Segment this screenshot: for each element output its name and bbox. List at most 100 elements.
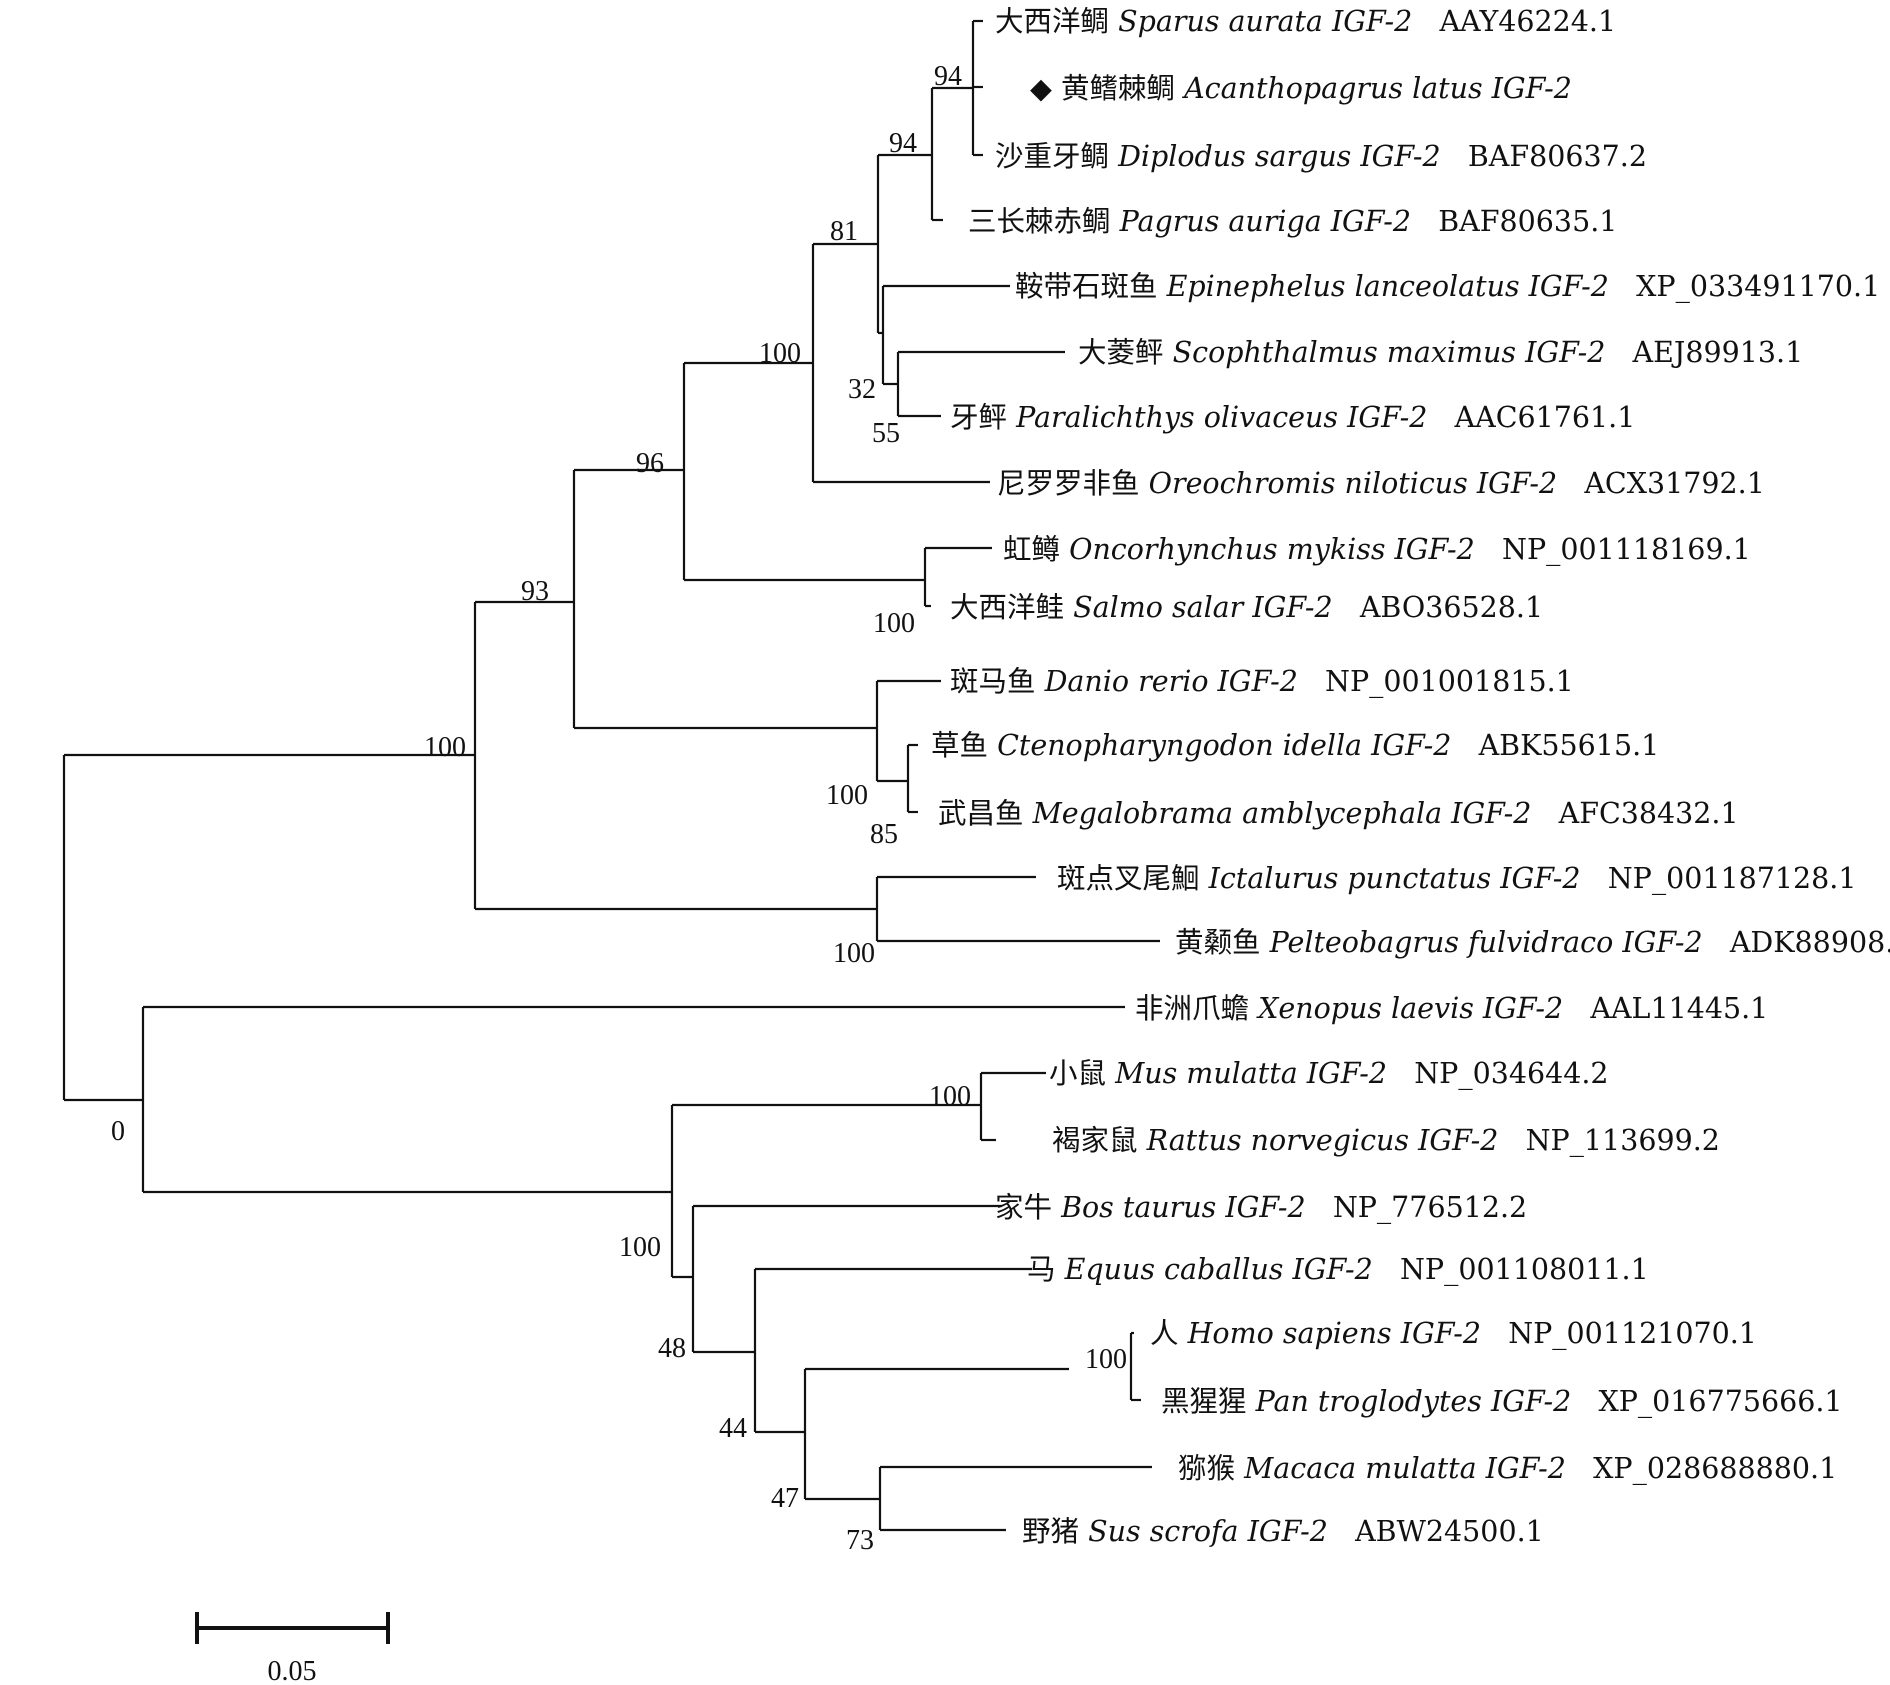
leaf-accession: BAF80637.2 — [1468, 140, 1647, 173]
leaf-label: 褐家鼠 Rattus norvegicus IGF-2 NP_113699.2 — [1052, 1124, 1720, 1157]
leaf-species-name: Mus mulatta IGF-2 — [1114, 1057, 1387, 1090]
leaf-label: 虹鳟 Oncorhynchus mykiss IGF-2 NP_00111816… — [1003, 533, 1751, 566]
leaf-chinese-name: 家牛 — [995, 1191, 1052, 1224]
leaf-label: ◆ 黄鳍棘鲷 Acanthopagrus latus IGF-2 — [1030, 72, 1572, 105]
bootstrap-value: 100 — [424, 732, 466, 763]
leaf-chinese-name: 马 — [1027, 1253, 1056, 1286]
leaf-chinese-name: 尼罗罗非鱼 — [997, 467, 1140, 500]
leaf-accession: NP_034644.2 — [1414, 1057, 1608, 1090]
leaf-species-name: Danio rerio IGF-2 — [1044, 665, 1298, 698]
diamond-marker-icon: ◆ — [1030, 72, 1052, 105]
leaf-label: 沙重牙鲷 Diplodus sargus IGF-2 BAF80637.2 — [995, 140, 1647, 173]
leaf-accession: XP_016775666.1 — [1598, 1385, 1842, 1418]
leaf-chinese-name: 野猪 — [1022, 1515, 1079, 1548]
leaf-chinese-name: 牙鲆 — [950, 401, 1007, 434]
leaf-chinese-name: 黄颡鱼 — [1175, 926, 1261, 959]
leaf-accession: AAC61761.1 — [1454, 401, 1636, 434]
leaf-chinese-name: 斑点叉尾鮰 — [1057, 862, 1200, 895]
leaf-label: 牙鲆 Paralichthys olivaceus IGF-2 AAC61761… — [950, 401, 1635, 434]
bootstrap-value: 47 — [771, 1483, 799, 1514]
leaf-label: 人 Homo sapiens IGF-2 NP_001121070.1 — [1150, 1317, 1757, 1350]
scale-bar: 0.05 — [195, 1612, 390, 1685]
leaf-species-name: Macaca mulatta IGF-2 — [1243, 1452, 1566, 1485]
leaf-accession: AEJ89913.1 — [1632, 336, 1804, 369]
leaf-accession: ABK55615.1 — [1478, 729, 1660, 762]
leaf-species-name: Paralichthys olivaceus IGF-2 — [1015, 401, 1427, 434]
leaf-accession: BAF80635.1 — [1438, 205, 1617, 238]
leaf-chinese-name: 褐家鼠 — [1052, 1124, 1138, 1157]
leaf-label: 草鱼 Ctenopharyngodon idella IGF-2 ABK5561… — [931, 729, 1659, 762]
leaf-chinese-name: 黑猩猩 — [1161, 1385, 1247, 1418]
leaf-label: 马 Equus caballus IGF-2 NP_001108011.1 — [1027, 1253, 1649, 1286]
bootstrap-value: 100 — [1085, 1344, 1127, 1375]
leaf-chinese-name: 人 — [1150, 1317, 1179, 1350]
tree-branches — [62, 19, 1160, 1532]
leaf-label: 尼罗罗非鱼 Oreochromis niloticus IGF-2 ACX317… — [997, 467, 1765, 500]
leaf-label: 小鼠 Mus mulatta IGF-2 NP_034644.2 — [1049, 1057, 1609, 1090]
leaf-accession: NP_113699.2 — [1526, 1124, 1720, 1157]
leaf-accession: NP_776512.2 — [1333, 1191, 1527, 1224]
bootstrap-value: 73 — [846, 1525, 874, 1556]
leaf-species-name: Megalobrama amblycephala IGF-2 — [1032, 797, 1532, 830]
leaf-accession: NP_001121070.1 — [1508, 1317, 1757, 1350]
leaf-species-name: Scophthalmus maximus IGF-2 — [1173, 336, 1606, 369]
bootstrap-value: 55 — [872, 418, 900, 449]
leaf-chinese-name: 小鼠 — [1049, 1057, 1106, 1090]
bootstrap-value: 94 — [934, 61, 962, 92]
leaf-species-name: Pan troglodytes IGF-2 — [1255, 1385, 1572, 1418]
leaf-label: 猕猴 Macaca mulatta IGF-2 XP_028688880.1 — [1178, 1452, 1837, 1485]
leaf-chinese-name: 斑马鱼 — [950, 665, 1036, 698]
bootstrap-value: 100 — [873, 608, 915, 639]
leaf-label: 大西洋鲑 Salmo salar IGF-2 ABO36528.1 — [950, 591, 1543, 624]
leaf-label: 大西洋鲷 Sparus aurata IGF-2 AAY46224.1 — [995, 5, 1616, 38]
leaf-accession: ACX31792.1 — [1583, 467, 1765, 500]
leaf-label: 黄颡鱼 Pelteobagrus fulvidraco IGF-2 ADK889… — [1175, 926, 1890, 959]
leaf-accession: ADK88908.1 — [1729, 926, 1890, 959]
bootstrap-value: 85 — [870, 819, 898, 850]
leaf-label: 野猪 Sus scrofa IGF-2 ABW24500.1 — [1022, 1515, 1544, 1548]
tree-leaf-labels: 大西洋鲷 Sparus aurata IGF-2 AAY46224.1 ◆ 黄鳍棘… — [931, 5, 1890, 1548]
leaf-chinese-name: 大西洋鲷 — [995, 5, 1109, 38]
bootstrap-value: 100 — [619, 1232, 661, 1263]
leaf-chinese-name: 非洲爪蟾 — [1135, 992, 1249, 1025]
bootstrap-value: 100 — [833, 938, 875, 969]
leaf-species-name: Acanthopagrus latus IGF-2 — [1181, 72, 1572, 105]
leaf-accession: NP_001108011.1 — [1400, 1253, 1649, 1286]
leaf-species-name: Rattus norvegicus IGF-2 — [1146, 1124, 1499, 1157]
bootstrap-values: 9494811003255969310010010085100010010048… — [111, 61, 1127, 1556]
leaf-accession: NP_001118169.1 — [1502, 533, 1751, 566]
leaf-accession: ABO36528.1 — [1359, 591, 1543, 624]
leaf-chinese-name: 鞍带石斑鱼 — [1015, 270, 1158, 303]
leaf-species-name: Xenopus laevis IGF-2 — [1256, 992, 1563, 1025]
bootstrap-value: 100 — [929, 1081, 971, 1112]
leaf-accession: NP_001187128.1 — [1608, 862, 1857, 895]
leaf-chinese-name: 大菱鲆 — [1078, 336, 1164, 369]
leaf-accession: XP_033491170.1 — [1636, 270, 1880, 303]
leaf-label: 家牛 Bos taurus IGF-2 NP_776512.2 — [995, 1191, 1527, 1224]
leaf-species-name: Oncorhynchus mykiss IGF-2 — [1069, 533, 1475, 566]
bootstrap-value: 96 — [636, 448, 664, 479]
bootstrap-value: 100 — [759, 338, 801, 369]
leaf-label: 武昌鱼 Megalobrama amblycephala IGF-2 AFC38… — [938, 797, 1739, 830]
leaf-label: 鞍带石斑鱼 Epinephelus lanceolatus IGF-2 XP_0… — [1015, 270, 1880, 303]
leaf-species-name: Salmo salar IGF-2 — [1073, 591, 1333, 624]
leaf-species-name: Homo sapiens IGF-2 — [1187, 1317, 1481, 1350]
bootstrap-value: 81 — [830, 216, 858, 247]
leaf-label: 非洲爪蟾 Xenopus laevis IGF-2 AAL11445.1 — [1135, 992, 1768, 1025]
leaf-accession: AAL11445.1 — [1589, 992, 1768, 1025]
scale-bar-line — [195, 1612, 390, 1644]
leaf-label: 三长棘赤鲷 Pagrus auriga IGF-2 BAF80635.1 — [968, 205, 1617, 238]
leaf-chinese-name: 虹鳟 — [1003, 533, 1060, 566]
bootstrap-value: 0 — [111, 1116, 125, 1147]
bootstrap-value: 94 — [889, 128, 917, 159]
scale-bar-label: 0.05 — [268, 1656, 317, 1685]
leaf-label: 黑猩猩 Pan troglodytes IGF-2 XP_016775666.1 — [1161, 1385, 1843, 1418]
leaf-label: 斑点叉尾鮰 Ictalurus punctatus IGF-2 NP_00118… — [1057, 862, 1856, 895]
leaf-species-name: Pelteobagrus fulvidraco IGF-2 — [1269, 926, 1703, 959]
bootstrap-value: 100 — [826, 780, 868, 811]
bootstrap-value: 48 — [658, 1333, 686, 1364]
bootstrap-value: 44 — [719, 1413, 747, 1444]
leaf-species-name: Equus caballus IGF-2 — [1064, 1253, 1373, 1286]
leaf-chinese-name: 黄鳍棘鲷 — [1061, 72, 1175, 105]
